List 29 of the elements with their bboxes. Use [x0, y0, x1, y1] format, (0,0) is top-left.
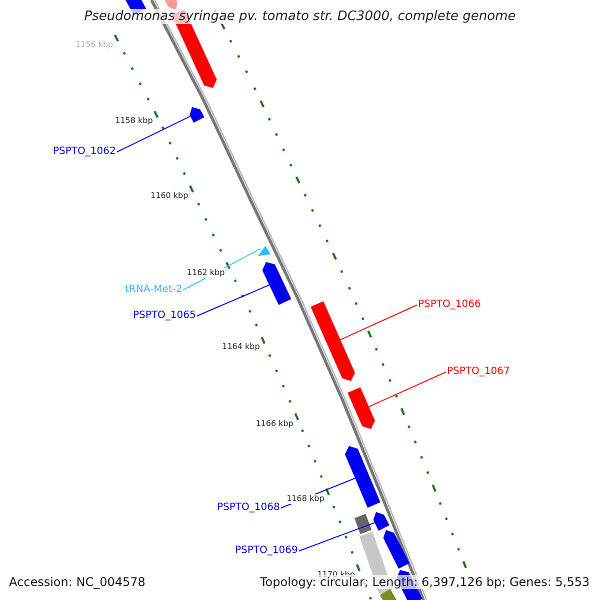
- gene-feature: [258, 246, 271, 256]
- tick-label: 1166 kbp: [256, 418, 294, 429]
- gene-label: PSPTO_1062: [53, 146, 116, 158]
- leader-line: [368, 372, 446, 408]
- gene-feature: [354, 514, 372, 534]
- accession-text: Accession: NC_004578: [9, 575, 146, 589]
- tick-label: 1158 kbp: [115, 116, 153, 126]
- tick-label: 1162 kbp: [186, 268, 225, 278]
- gene-feature: [344, 446, 380, 508]
- tick-label: 1156 kbp: [75, 40, 114, 50]
- leader-line: [298, 522, 376, 552]
- gene-feature: [262, 262, 292, 305]
- gene-label: PSPTO_1065: [133, 310, 196, 322]
- tick-label: 1164 kbp: [222, 342, 260, 352]
- gene-label: PSPTO_1069: [235, 545, 298, 557]
- tick-label: 1168 kbp: [286, 494, 324, 504]
- tick-label: 1160 kbp: [150, 190, 188, 201]
- gene-feature: [373, 512, 390, 531]
- leader-line: [116, 116, 191, 152]
- gene-feature: [190, 107, 204, 123]
- gene-feature: [348, 387, 375, 429]
- gene-label: tRNA-Met-2: [125, 284, 182, 296]
- leader-line: [340, 304, 418, 340]
- gene-feature: [310, 301, 355, 381]
- gene-label: PSPTO_1068: [217, 502, 280, 514]
- gene-label: PSPTO_1066: [418, 299, 481, 311]
- gene-feature: [383, 530, 410, 569]
- leader-line: [196, 284, 270, 316]
- gene-label: PSPTO_1067: [447, 366, 510, 378]
